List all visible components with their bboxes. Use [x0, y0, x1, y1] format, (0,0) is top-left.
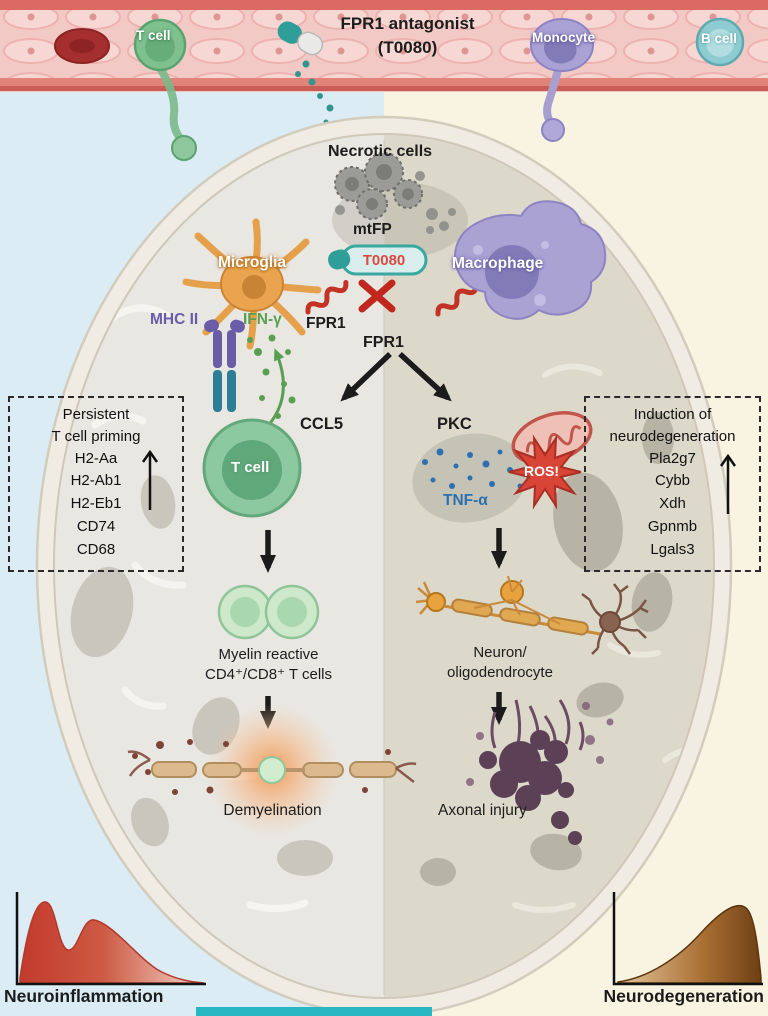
ros-label: ROS!	[524, 463, 559, 479]
microglia-icon	[182, 218, 322, 350]
neuron-line2: oligodendrocyte	[447, 664, 553, 681]
right-panel-title-line2: neurodegeneration	[609, 427, 736, 445]
t-cell-main-label: T cell	[231, 459, 270, 476]
neuron-line1: Neuron/	[473, 644, 527, 661]
gene-cd68: CD68	[76, 541, 116, 559]
gene-gpnmb: Gpnmb	[647, 518, 698, 536]
pill-capsule-icon	[277, 21, 324, 56]
monocyte-icon	[530, 18, 594, 142]
primed-t-cells-icon	[217, 584, 320, 640]
antagonist-title-line1: FPR1 antagonist	[340, 14, 475, 33]
mhc2-label: MHC II	[150, 311, 199, 328]
neuron-oligodendrocyte-icon	[415, 575, 649, 655]
gene-h2eb1: H2-Eb1	[70, 495, 122, 513]
gene-h2aa: H2-Aa	[74, 449, 118, 467]
red-blood-cell-icon	[54, 28, 110, 64]
pkc-label: PKC	[437, 415, 472, 433]
myelin-reactive-line1: Myelin reactive	[218, 646, 319, 663]
ifn-gamma-label: IFN-γ	[243, 311, 282, 328]
inhibition-x-icon	[358, 279, 396, 313]
gene-pla2g7: Pla2g7	[649, 449, 696, 467]
t0080-label: T0080	[362, 251, 406, 269]
gene-xdh: Xdh	[659, 495, 686, 513]
gene-cybb: Cybb	[654, 472, 691, 490]
b-cell-icon	[695, 17, 745, 67]
left-panel-title-line2: T cell priming	[51, 427, 141, 445]
gene-cd74: CD74	[76, 518, 116, 536]
upregulated-arrow-icon	[719, 454, 737, 514]
tnf-alpha-dots-icon	[422, 448, 523, 489]
left-panel-title-line1: Persistent	[62, 406, 130, 423]
t0080-inhibitor-art	[328, 244, 428, 276]
brain-gyri-left	[70, 475, 333, 876]
bottom-strip	[196, 1007, 432, 1016]
macrophage-icon	[453, 200, 607, 320]
fpr1-receptor-label: FPR1	[306, 315, 346, 332]
right-panel-title-line1: Induction of	[633, 406, 712, 423]
gene-lgals3: Lgals3	[650, 541, 695, 559]
mhc2-receptor-icon	[204, 319, 245, 412]
pathway-arrows	[260, 351, 507, 729]
neuroinflammation-label: Neuroinflammation	[4, 986, 164, 1006]
degeneration-curve-chart	[612, 892, 763, 986]
blood-vessel	[0, 0, 768, 92]
b-cell-label: B cell	[701, 31, 738, 46]
demyelination-icon	[127, 704, 417, 836]
macrophage-label: Macrophage	[452, 255, 544, 272]
t-cell-vessel-icon	[133, 18, 197, 161]
axonal-injury-label: Axonal injury	[438, 802, 527, 819]
upregulated-arrow-icon	[141, 450, 159, 510]
t-cell-main-icon	[202, 418, 302, 518]
necrotic-cells-icon	[334, 152, 456, 234]
ccl5-label: CCL5	[300, 415, 344, 433]
tnf-alpha-label: TNF-α	[443, 492, 488, 509]
fpr1-node-label: FPR1	[363, 334, 404, 351]
monocyte-label: Monocyte	[532, 30, 596, 45]
ros-burst-icon	[508, 434, 582, 510]
demyelination-label: Demyelination	[223, 802, 322, 819]
microglia-label: Microglia	[218, 254, 287, 271]
inflammation-curve-chart	[15, 892, 206, 986]
axonal-injury-icon	[466, 699, 614, 845]
gene-h2ab1: H2-Ab1	[70, 472, 122, 490]
antagonist-title-line2: (T0080)	[377, 38, 438, 57]
fpr1-receptor-coil-right	[435, 281, 479, 317]
mtfp-label: mtFP	[353, 221, 392, 238]
myelin-reactive-line2: CD4⁺/CD8⁺ T cells	[205, 666, 332, 683]
persistent-t-cell-priming-panel: Persistent T cell priming H2-Aa H2-Ab1 H…	[8, 396, 184, 572]
fpr1-receptor-coil-left	[305, 279, 349, 315]
t-cell-vessel-label: T cell	[136, 28, 171, 43]
induction-neurodegeneration-panel: Induction of neurodegeneration Pla2g7 Cy…	[584, 396, 761, 572]
neurodegeneration-label: Neurodegeneration	[603, 986, 764, 1006]
necrotic-cells-label: Necrotic cells	[328, 143, 433, 160]
